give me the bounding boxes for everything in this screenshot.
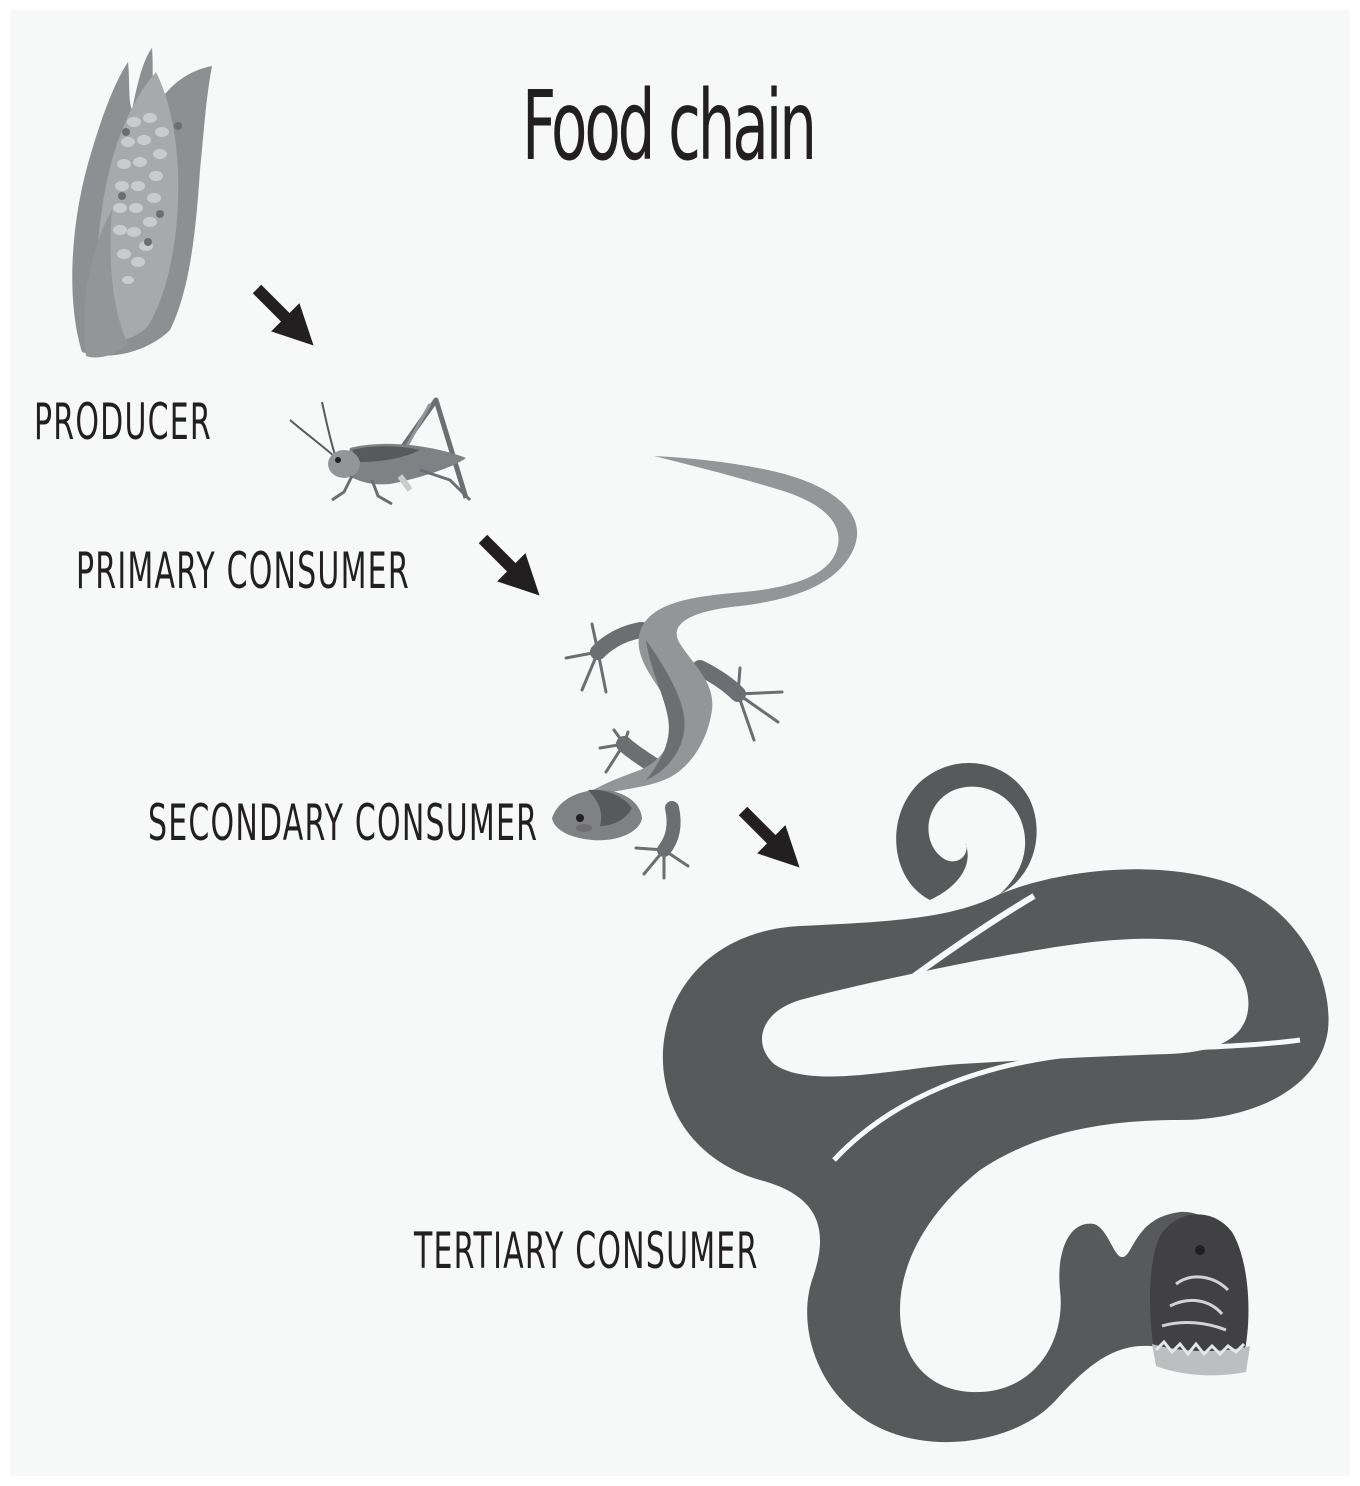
corn-icon (72, 48, 212, 358)
arrow-icon (729, 797, 814, 882)
level-label-producer: PRODUCER (34, 397, 212, 447)
level-label-primary-consumer: PRIMARY CONSUMER (76, 546, 410, 596)
arrow-icon (469, 525, 554, 610)
lizard-icon (552, 456, 857, 878)
level-label-secondary-consumer: SECONDARY CONSUMER (148, 798, 538, 848)
snake-icon (663, 763, 1329, 1442)
page-title: Food chain (522, 78, 814, 174)
grasshopper-icon (290, 400, 470, 504)
level-label-tertiary-consumer: TERTIARY CONSUMER (414, 1226, 759, 1276)
arrow-icon (243, 275, 328, 360)
